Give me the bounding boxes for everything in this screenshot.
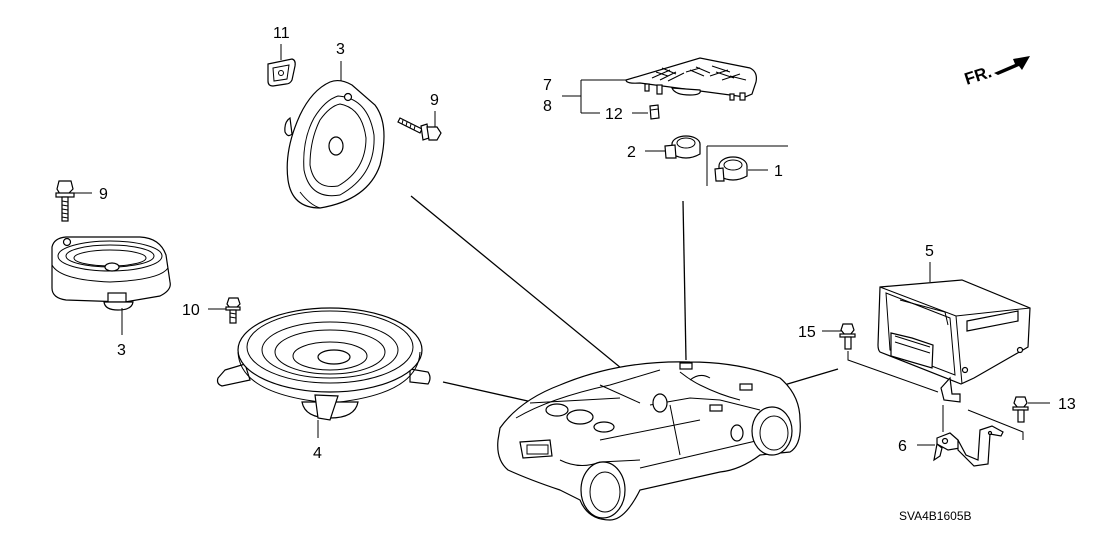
callout-12: 12 bbox=[605, 106, 623, 123]
callout-4: 4 bbox=[313, 445, 322, 462]
part-4-subwoofer[interactable] bbox=[216, 307, 431, 438]
callout-13: 13 bbox=[1058, 396, 1076, 413]
callout-2: 2 bbox=[627, 144, 636, 161]
part-9-bolt-left[interactable] bbox=[55, 180, 92, 222]
part-7-8-speaker-grille[interactable] bbox=[625, 57, 757, 101]
part-6-bracket[interactable] bbox=[917, 376, 1024, 467]
callout-8: 8 bbox=[543, 98, 552, 115]
part-12-clip[interactable] bbox=[649, 104, 660, 120]
part-2-tweeter[interactable] bbox=[645, 135, 701, 159]
callout-9-left: 9 bbox=[99, 186, 108, 203]
part-9-bolt-top[interactable] bbox=[397, 111, 442, 141]
part-15-bolt[interactable] bbox=[822, 323, 939, 393]
callout-7: 7 bbox=[543, 77, 552, 94]
callout-1: 1 bbox=[774, 163, 783, 180]
front-arrow-icon bbox=[994, 56, 1030, 75]
callout-5: 5 bbox=[925, 243, 934, 260]
diagram-code: SVA4B1605B bbox=[899, 509, 972, 523]
callout-9-top: 9 bbox=[430, 92, 439, 109]
callout-3-top: 3 bbox=[336, 41, 345, 58]
part-3-door-speaker[interactable] bbox=[284, 61, 385, 209]
callout-6: 6 bbox=[898, 438, 907, 455]
part-3-door-speaker-left[interactable] bbox=[51, 236, 171, 335]
part-10-bolt[interactable] bbox=[208, 297, 241, 324]
fr-label: FR. bbox=[962, 62, 994, 89]
part-5-amplifier[interactable] bbox=[877, 262, 1031, 385]
callout-11: 11 bbox=[273, 25, 290, 42]
vehicle-illustration bbox=[497, 361, 801, 521]
callout-3-left: 3 bbox=[117, 342, 126, 359]
part-13-bolt[interactable] bbox=[1012, 396, 1050, 423]
callout-7-8-bracket bbox=[562, 79, 648, 114]
part-11-grommet[interactable] bbox=[267, 44, 296, 87]
front-direction-indicator: FR. bbox=[962, 56, 1030, 89]
callout-10: 10 bbox=[182, 302, 200, 319]
callout-15: 15 bbox=[798, 324, 816, 341]
part-1-tweeter[interactable] bbox=[706, 145, 788, 186]
